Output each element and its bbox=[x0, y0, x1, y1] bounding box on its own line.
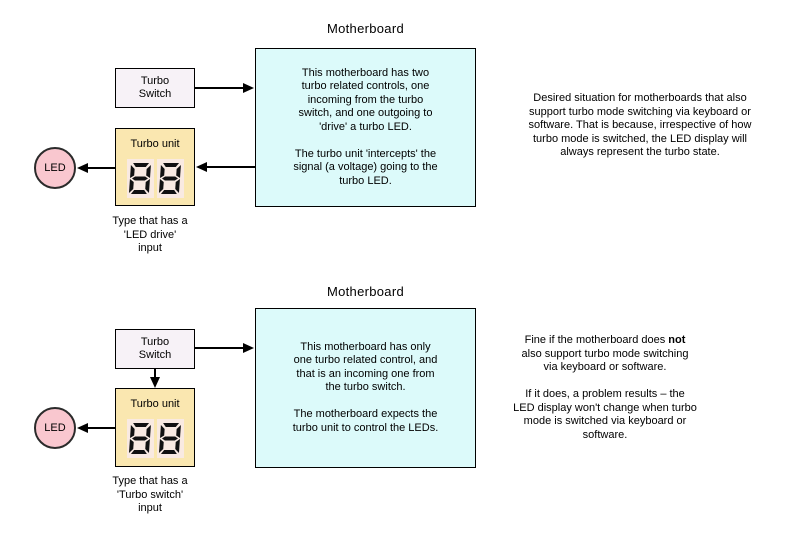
bottom-arrow-switch-to-board-head bbox=[243, 343, 254, 353]
seven-segment-digit bbox=[126, 419, 154, 458]
top-arrow-board-to-unit-head bbox=[196, 162, 207, 172]
top-arrow-switch-to-board-head bbox=[243, 83, 254, 93]
seven-segment-digit bbox=[126, 159, 154, 198]
top-led-label: LED bbox=[44, 162, 66, 174]
seven-segment-digit bbox=[156, 159, 184, 198]
bottom-turbo-unit-box: Turbo unit bbox=[115, 388, 195, 467]
bottom-turbo-unit-label: Turbo unit bbox=[130, 398, 180, 410]
bottom-motherboard-title: Motherboard bbox=[326, 284, 404, 299]
top-side-note: Desired situation for motherboards that … bbox=[528, 92, 752, 158]
bottom-arrow-unit-to-led-line bbox=[87, 427, 115, 429]
top-turbo-unit-label: Turbo unit bbox=[130, 138, 180, 150]
top-arrow-unit-to-led-head bbox=[77, 163, 88, 173]
bottom-arrow-switch-to-board-line bbox=[194, 347, 244, 349]
top-arrow-switch-to-board-line bbox=[194, 87, 244, 89]
top-motherboard-title: Motherboard bbox=[326, 21, 404, 36]
bottom-arrow-unit-to-led-head bbox=[77, 423, 88, 433]
bottom-arrow-switch-to-unit-head bbox=[150, 377, 160, 388]
top-unit-caption: Type that has a'LED drive'input bbox=[112, 215, 188, 254]
top-seven-segment-display bbox=[116, 159, 194, 198]
top-led-circle: LED bbox=[34, 147, 76, 189]
bottom-led-circle: LED bbox=[34, 407, 76, 449]
top-arrow-unit-to-led-line bbox=[87, 167, 115, 169]
bottom-arrow-switch-to-unit-line bbox=[154, 369, 156, 378]
bottom-seven-segment-display bbox=[116, 419, 194, 458]
top-turbo-unit-box: Turbo unit bbox=[115, 128, 195, 206]
seven-segment-digit bbox=[156, 419, 184, 458]
top-arrow-board-to-unit-line bbox=[206, 166, 255, 168]
bottom-side-note: Fine if the motherboard does not also su… bbox=[480, 334, 730, 442]
bottom-unit-caption: Type that has a'Turbo switch'input bbox=[112, 475, 188, 514]
bottom-side-note-line-bold: Fine if the motherboard does not bbox=[524, 334, 686, 346]
bottom-led-label: LED bbox=[44, 422, 66, 434]
